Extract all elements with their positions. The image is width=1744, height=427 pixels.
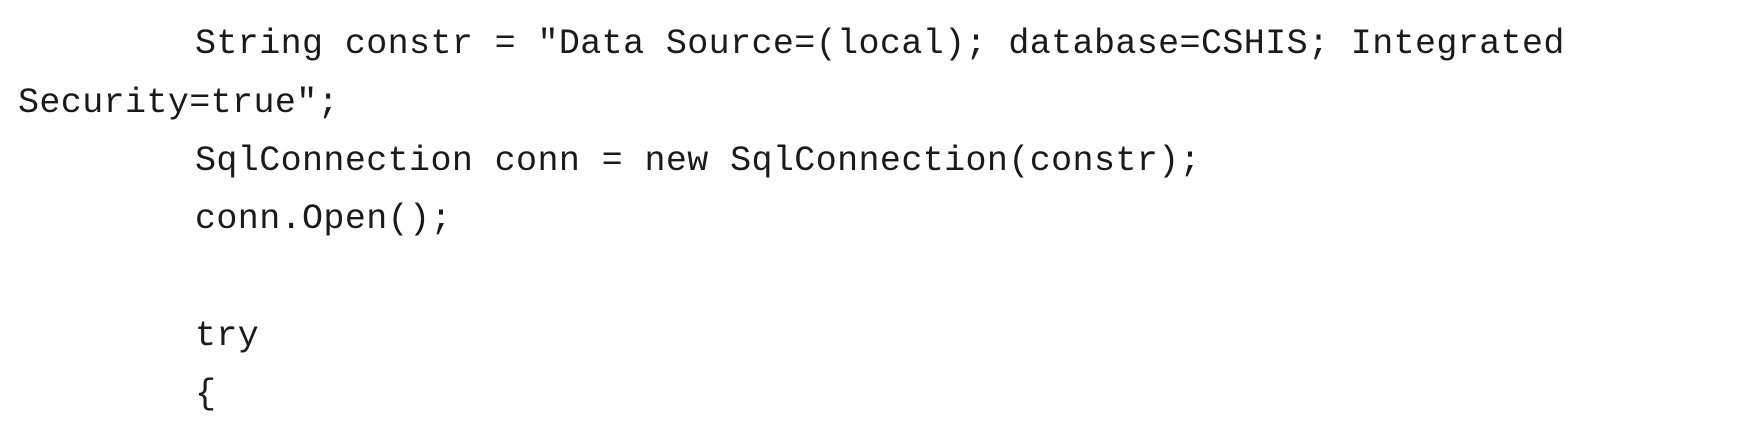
code-line-conn-open: conn.Open(); (195, 199, 452, 239)
code-line-open-brace: { (195, 374, 217, 414)
code-line-connection-string-continued: Security=true"; (18, 83, 340, 123)
code-line-connection-string: String constr = "Data Source=(local); da… (195, 24, 1565, 64)
code-line-sql-connection: SqlConnection conn = new SqlConnection(c… (195, 141, 1201, 181)
code-line-try: try (195, 316, 260, 356)
